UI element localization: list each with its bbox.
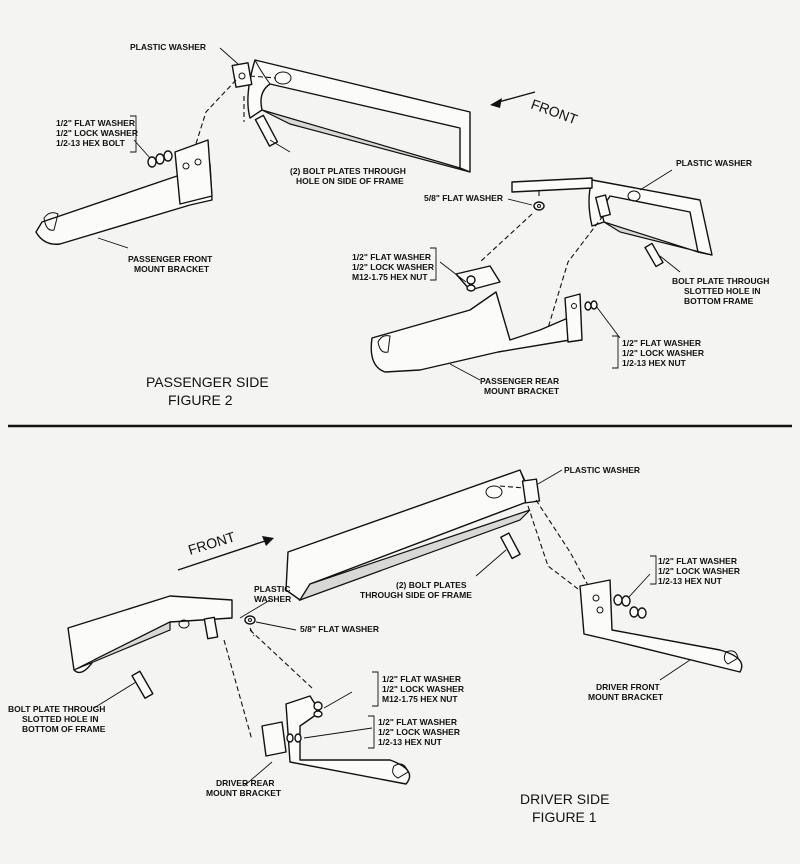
label-rear-bracket-fig2: PASSENGER REAR MOUNT BRACKET <box>480 376 560 396</box>
driver-frame-rail-main <box>285 469 533 602</box>
figure-1-driver-side: FRONT <box>8 465 743 825</box>
svg-text:1/2" LOCK WASHER: 1/2" LOCK WASHER <box>658 566 740 576</box>
svg-text:PASSENGER REAR: PASSENGER REAR <box>480 376 559 386</box>
label-front-stack-fig1: 1/2" FLAT WASHER 1/2" LOCK WASHER 1/2-13… <box>658 556 740 586</box>
svg-text:MOUNT BRACKET: MOUNT BRACKET <box>206 788 282 798</box>
svg-text:1/2" FLAT WASHER: 1/2" FLAT WASHER <box>378 717 457 727</box>
label-58-flat-washer-fig1: 5/8" FLAT WASHER <box>300 624 379 634</box>
label-plastic-washer-fig1-top: PLASTIC WASHER <box>564 465 640 475</box>
svg-text:1/2-13 HEX NUT: 1/2-13 HEX NUT <box>658 576 723 586</box>
svg-text:SLOTTED HOLE IN: SLOTTED HOLE IN <box>684 286 761 296</box>
label-rear-stack-top-fig2: 1/2" FLAT WASHER 1/2" LOCK WASHER M12-1.… <box>352 252 434 282</box>
label-58-flat-washer-fig2: 5/8" FLAT WASHER <box>424 193 503 203</box>
label-rear-stack-side-fig1: 1/2" FLAT WASHER 1/2" LOCK WASHER 1/2-13… <box>378 717 460 747</box>
svg-text:1/2-13 HEX NUT: 1/2-13 HEX NUT <box>378 737 443 747</box>
label-bolt-plate-slotted-fig1: BOLT PLATE THROUGH SLOTTED HOLE IN BOTTO… <box>8 704 106 734</box>
label-plastic-washer-fig2-top: PLASTIC WASHER <box>130 42 206 52</box>
svg-text:HOLE ON SIDE OF FRAME: HOLE ON SIDE OF FRAME <box>296 176 404 186</box>
plastic-washer-part <box>231 62 253 88</box>
front-washer-stack-fig1 <box>613 594 647 619</box>
label-bolt-plates-fig2: (2) BOLT PLATES THROUGH HOLE ON SIDE OF … <box>290 166 406 186</box>
svg-text:BOLT PLATE THROUGH: BOLT PLATE THROUGH <box>672 276 769 286</box>
svg-text:(2) BOLT PLATES THROUGH: (2) BOLT PLATES THROUGH <box>290 166 406 176</box>
svg-text:1/2" LOCK WASHER: 1/2" LOCK WASHER <box>382 684 464 694</box>
label-front-stack-fig2: 1/2" FLAT WASHER 1/2" LOCK WASHER 1/2-13… <box>56 118 138 148</box>
figure-1-title: DRIVER SIDE <box>520 791 609 807</box>
svg-text:1/2" FLAT WASHER: 1/2" FLAT WASHER <box>56 118 135 128</box>
figure-2-subtitle: FIGURE 2 <box>168 392 233 408</box>
label-rear-bracket-fig1: DRIVER REAR MOUNT BRACKET <box>206 778 282 798</box>
front-arrow-fig2: FRONT <box>490 91 580 128</box>
svg-text:MOUNT BRACKET: MOUNT BRACKET <box>134 264 210 274</box>
rear-washer-stack-fig2 <box>466 275 598 311</box>
svg-text:M12-1.75 HEX NUT: M12-1.75 HEX NUT <box>352 272 428 282</box>
svg-text:MOUNT BRACKET: MOUNT BRACKET <box>588 692 664 702</box>
svg-text:DRIVER REAR: DRIVER REAR <box>216 778 275 788</box>
label-rear-stack-top-fig1: 1/2" FLAT WASHER 1/2" LOCK WASHER M12-1.… <box>382 674 464 704</box>
svg-text:WASHER: WASHER <box>254 594 291 604</box>
svg-text:(2) BOLT PLATES: (2) BOLT PLATES <box>396 580 467 590</box>
label-bolt-plates-fig1: (2) BOLT PLATES THROUGH SIDE OF FRAME <box>360 580 472 600</box>
passenger-front-bracket <box>35 139 213 245</box>
figure-2-title: PASSENGER SIDE <box>146 374 269 390</box>
svg-text:DRIVER FRONT: DRIVER FRONT <box>596 682 661 692</box>
svg-text:BOTTOM OF FRAME: BOTTOM OF FRAME <box>22 724 106 734</box>
frame-rail-right <box>588 179 713 256</box>
figure-2-caption: PASSENGER SIDE FIGURE 2 <box>146 374 269 408</box>
svg-text:BOTTOM FRAME: BOTTOM FRAME <box>684 296 754 306</box>
svg-text:1/2" FLAT WASHER: 1/2" FLAT WASHER <box>352 252 431 262</box>
frame-rail-top <box>247 59 471 173</box>
rear-washer-stack-fig1 <box>286 701 323 743</box>
driver-rear-bracket <box>261 695 411 785</box>
svg-text:1/2" FLAT WASHER: 1/2" FLAT WASHER <box>382 674 461 684</box>
svg-text:1/2" LOCK WASHER: 1/2" LOCK WASHER <box>352 262 434 272</box>
label-plastic-washer-fig1-left: PLASTIC WASHER <box>254 584 291 604</box>
svg-text:M12-1.75 HEX NUT: M12-1.75 HEX NUT <box>382 694 458 704</box>
svg-text:SLOTTED HOLE IN: SLOTTED HOLE IN <box>22 714 99 724</box>
svg-text:PLASTIC: PLASTIC <box>254 584 290 594</box>
svg-text:1/2" FLAT WASHER: 1/2" FLAT WASHER <box>622 338 701 348</box>
figure-2-passenger-side: FRONT <box>35 42 769 408</box>
label-front-bracket-fig2: PASSENGER FRONT MOUNT BRACKET <box>128 254 213 274</box>
bolt-plate-part <box>254 114 279 147</box>
driver-frame-rail-left <box>67 595 233 674</box>
driver-front-bracket <box>579 579 743 673</box>
passenger-rear-bracket <box>370 265 583 373</box>
svg-text:1/2" LOCK WASHER: 1/2" LOCK WASHER <box>56 128 138 138</box>
svg-text:1/2-13 HEX BOLT: 1/2-13 HEX BOLT <box>56 138 126 148</box>
svg-text:THROUGH SIDE OF FRAME: THROUGH SIDE OF FRAME <box>360 590 472 600</box>
svg-text:1/2" FLAT WASHER: 1/2" FLAT WASHER <box>658 556 737 566</box>
label-bolt-plate-slotted-fig2: BOLT PLATE THROUGH SLOTTED HOLE IN BOTTO… <box>672 276 769 306</box>
figure-1-caption: DRIVER SIDE FIGURE 1 <box>520 791 609 825</box>
svg-text:1/2" LOCK WASHER: 1/2" LOCK WASHER <box>622 348 704 358</box>
svg-text:1/2-13 HEX NUT: 1/2-13 HEX NUT <box>622 358 687 368</box>
label-front-bracket-fig1: DRIVER FRONT MOUNT BRACKET <box>588 682 664 702</box>
svg-text:PASSENGER FRONT: PASSENGER FRONT <box>128 254 213 264</box>
figure-1-subtitle: FIGURE 1 <box>532 809 597 825</box>
front-arrow-fig1: FRONT <box>177 528 274 571</box>
svg-text:MOUNT BRACKET: MOUNT BRACKET <box>484 386 560 396</box>
label-plastic-washer-fig2-right: PLASTIC WASHER <box>676 158 752 168</box>
svg-text:1/2" LOCK WASHER: 1/2" LOCK WASHER <box>378 727 460 737</box>
label-rear-stack-side-fig2: 1/2" FLAT WASHER 1/2" LOCK WASHER 1/2-13… <box>622 338 704 368</box>
front-label-fig2: FRONT <box>529 96 580 128</box>
svg-text:BOLT PLATE THROUGH: BOLT PLATE THROUGH <box>8 704 105 714</box>
front-washer-stack <box>147 150 173 168</box>
